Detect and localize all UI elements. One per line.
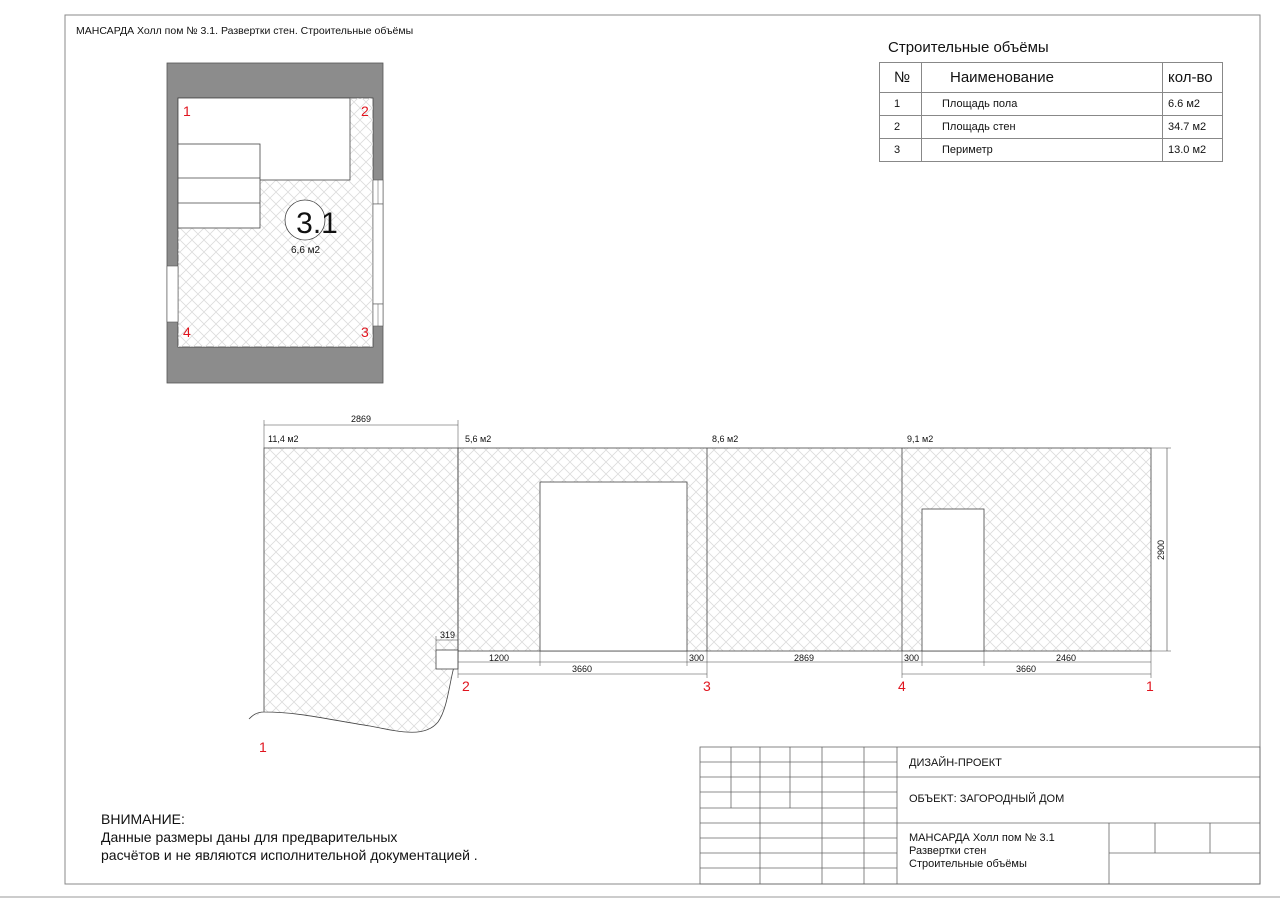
table-row: 1 Площадь пола 6.6 м2	[879, 92, 1223, 116]
row-num: 1	[879, 92, 922, 116]
dimension-label: 3660	[572, 664, 592, 674]
sheet-frame	[64, 14, 1261, 885]
elevation-corner-label: 2	[462, 678, 470, 694]
row-qty: 6.6 м2	[1162, 92, 1223, 116]
step-block	[435, 649, 459, 670]
stamp-drawing-line: МАНСАРДА Холл пом № 3.1	[909, 832, 1055, 844]
sheet-title: МАНСАРДА Холл пом № 3.1. Развертки стен.…	[76, 25, 414, 37]
room-tag-circle	[284, 199, 326, 241]
plan-right-window-mid	[372, 203, 384, 305]
door-opening	[921, 508, 985, 652]
warning-text-line: расчётов и не являются исполнительной до…	[101, 847, 478, 863]
plan-corner-4: 4	[183, 324, 191, 340]
row-name: Периметр	[921, 138, 1163, 162]
stamp-object: ОБЪЕКТ: ЗАГОРОДНЫЙ ДОМ	[909, 793, 1065, 805]
dimension-label: 300	[904, 653, 919, 663]
warning-title: ВНИМАНИЕ:	[101, 811, 185, 827]
header-qty: кол-во	[1162, 62, 1223, 93]
row-num: 2	[879, 115, 922, 139]
dimension-label: 2460	[1056, 653, 1076, 663]
dimension-label: 2900	[1156, 540, 1166, 560]
table-row: 3 Периметр 13.0 м2	[879, 138, 1223, 162]
dimension-label: 2869	[794, 653, 814, 663]
stamp-project-type: ДИЗАЙН-ПРОЕКТ	[909, 757, 1002, 769]
wall-area-label: 8,6 м2	[712, 434, 738, 444]
warning-text-line: Данные размеры даны для предварительных	[101, 829, 398, 845]
wall-panel-1-outline	[248, 447, 459, 733]
plan-stair	[177, 143, 261, 229]
elevation-corner-label: 4	[898, 678, 906, 694]
door-opening	[539, 481, 688, 652]
row-qty: 34.7 м2	[1162, 115, 1223, 139]
plan-left-opening	[166, 265, 179, 323]
plan-corner-3: 3	[361, 324, 369, 340]
elevation-corner-label: 3	[703, 678, 711, 694]
title-block	[699, 746, 1261, 885]
row-name: Площадь пола	[921, 92, 1163, 116]
wall-panel-1	[249, 448, 458, 733]
wall-area-label: 5,6 м2	[465, 434, 491, 444]
table-header-row: № Наименование кол-во	[879, 62, 1223, 93]
table-row: 2 Площадь стен 34.7 м2	[879, 115, 1223, 139]
header-num: №	[879, 62, 922, 93]
wall-elevation: 11,4 м2 5,6 м2 8,6 м2 9,1 м2 2869 2900 3…	[248, 414, 1171, 755]
elevation-corner-label: 1	[259, 739, 267, 755]
room-number: 3.1	[296, 207, 338, 240]
wall-area-label: 9,1 м2	[907, 434, 933, 444]
stamp-drawing-line: Развертки стен	[909, 845, 987, 857]
dimension-label: 3660	[1016, 664, 1036, 674]
floor-plan: 3.1 6,6 м2 1 2 3 4	[166, 62, 384, 384]
header-name: Наименование	[921, 62, 1163, 93]
room-area: 6,6 м2	[291, 245, 321, 256]
volumes-table-caption: Строительные объёмы	[888, 39, 1049, 56]
elevation-corner-label: 1	[1146, 678, 1154, 694]
plan-corner-2: 2	[361, 103, 369, 119]
row-qty: 13.0 м2	[1162, 138, 1223, 162]
row-name: Площадь стен	[921, 115, 1163, 139]
dimension-label: 2869	[351, 414, 371, 424]
row-num: 3	[879, 138, 922, 162]
stamp-drawing-line: Строительные объёмы	[909, 858, 1027, 870]
dimension-label: 1200	[489, 653, 509, 663]
plan-corner-1: 1	[183, 103, 191, 119]
wall-area-label: 11,4 м2	[268, 434, 299, 444]
volumes-table: № Наименование кол-во 1 Площадь пола 6.6…	[879, 62, 1223, 162]
dimension-label: 300	[689, 653, 704, 663]
dimension-label: 319	[440, 630, 455, 640]
